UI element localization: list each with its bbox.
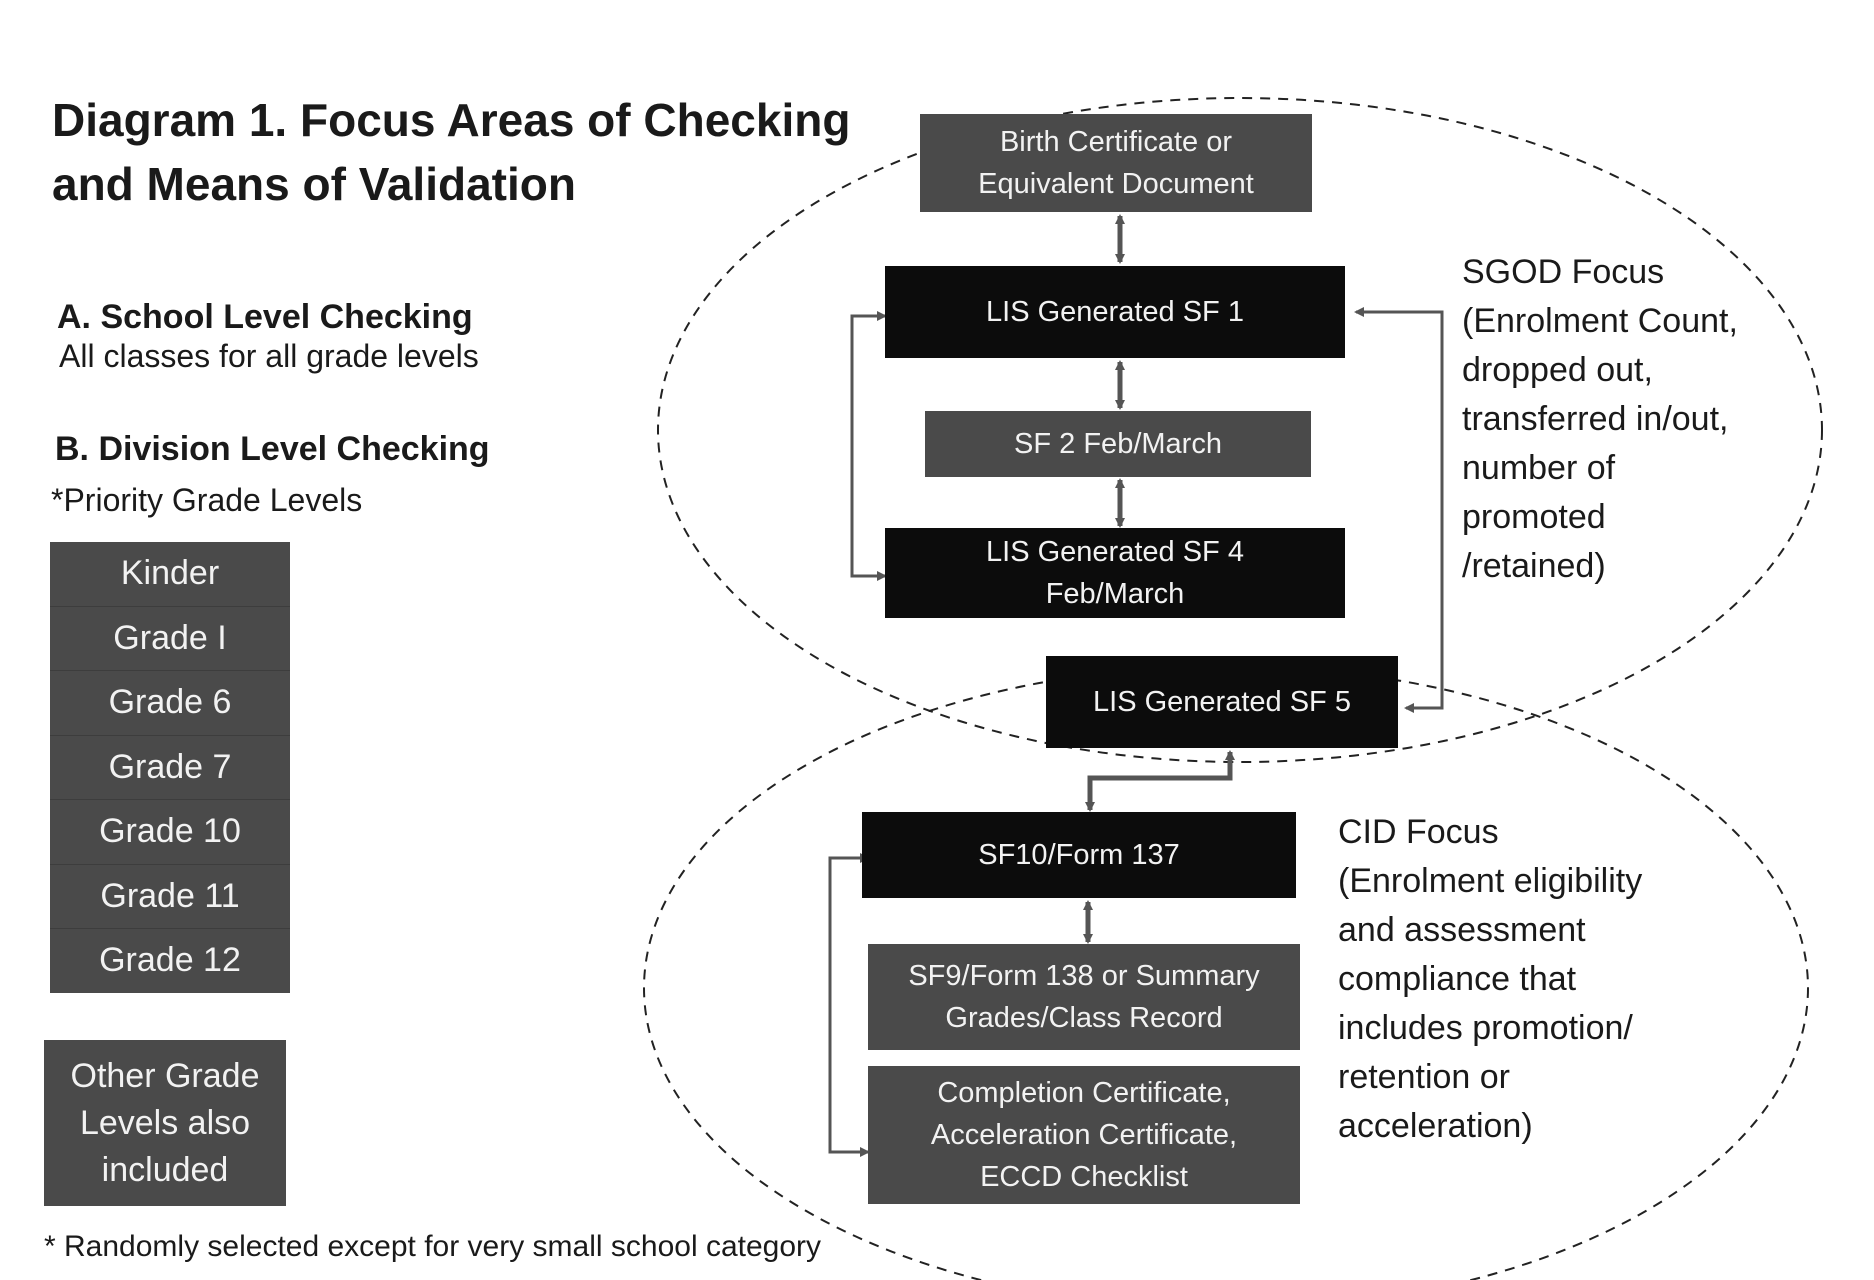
sgod-focus-line-2: (Enrolment Count, [1462, 302, 1738, 340]
sf9-line-1: SF9/Form 138 or Summary [908, 960, 1260, 992]
cid-focus-text: CID Focus (Enrolment eligibility and ass… [1338, 808, 1642, 1151]
sgod-focus-ellipse [657, 97, 1823, 763]
other-grade-levels-box: Other Grade Levels also included [44, 1040, 286, 1206]
bracket-sf10-certificates [828, 853, 870, 1157]
sf10-box: SF10/Form 137 [862, 812, 1296, 898]
sf4-line-1: LIS Generated SF 4 [986, 536, 1244, 568]
section-a-text: All classes for all grade levels [59, 338, 479, 374]
cid-focus-line-7: acceleration) [1338, 1107, 1533, 1145]
bracket-sf1-sf5 [1354, 307, 1444, 713]
section-a-heading: A. School Level Checking [57, 298, 473, 336]
grade-item-6: Grade 6 [50, 671, 290, 736]
cid-focus-ellipse [643, 665, 1809, 1280]
birth-certificate-box: Birth Certificate or Equivalent Document [920, 114, 1312, 212]
footnote: * Randomly selected except for very smal… [44, 1230, 822, 1263]
sf4-box: LIS Generated SF 4 Feb/March [885, 528, 1345, 618]
bracket-sf1-sf4 [850, 311, 887, 581]
sgod-focus-text: SGOD Focus (Enrolment Count, dropped out… [1462, 248, 1738, 591]
diagram-title: Diagram 1. Focus Areas of Checking and M… [52, 88, 872, 216]
sgod-focus-line-5: number of [1462, 449, 1616, 487]
certificates-box: Completion Certificate, Acceleration Cer… [868, 1066, 1300, 1204]
other-grades-line-3: included [101, 1150, 229, 1189]
cid-focus-line-1: CID Focus [1338, 813, 1499, 851]
sf4-line-2: Feb/March [1045, 578, 1185, 610]
cid-focus-line-4: compliance that [1338, 960, 1577, 998]
birth-certificate-line-2: Equivalent Document [978, 168, 1254, 200]
grade-item-7: Grade 7 [50, 736, 290, 800]
certificates-line-1: Completion Certificate, [937, 1077, 1231, 1109]
cid-focus-line-5: includes promotion/ [1338, 1009, 1633, 1047]
section-b-heading: B. Division Level Checking [55, 430, 490, 468]
sgod-focus-line-4: transferred in/out, [1462, 400, 1729, 438]
grade-item-11: Grade 11 [50, 865, 290, 929]
certificates-line-3: ECCD Checklist [980, 1161, 1188, 1193]
connector-sf5-sf10 [1085, 750, 1235, 812]
cid-focus-line-2: (Enrolment eligibility [1338, 862, 1643, 900]
sgod-focus-line-6: promoted [1462, 498, 1606, 536]
sf9-box: SF9/Form 138 or Summary Grades/Class Rec… [868, 944, 1300, 1050]
title-line-2: and Means of Validation [52, 158, 576, 210]
sgod-focus-line-7: /retained) [1462, 547, 1606, 585]
section-b-text: *Priority Grade Levels [51, 482, 363, 518]
title-line-1: Diagram 1. Focus Areas of Checking [52, 94, 851, 146]
birth-certificate-line-1: Birth Certificate or [999, 126, 1233, 158]
priority-grade-list: Kinder Grade I Grade 6 Grade 7 Grade 10 … [50, 542, 290, 993]
certificates-line-2: Acceleration Certificate, [930, 1119, 1238, 1151]
sf1-box: LIS Generated SF 1 [885, 266, 1345, 358]
grade-item-10: Grade 10 [50, 800, 290, 865]
sf5-box: LIS Generated SF 5 [1046, 656, 1398, 748]
grade-item-12: Grade 12 [99, 941, 241, 979]
cid-focus-line-3: and assessment [1338, 911, 1586, 949]
sf2-box: SF 2 Feb/March [925, 411, 1311, 477]
grade-item-1: Grade I [50, 607, 290, 671]
sf9-line-2: Grades/Class Record [945, 1002, 1223, 1034]
cid-focus-line-6: retention or [1338, 1058, 1510, 1096]
sgod-focus-line-3: dropped out, [1462, 351, 1653, 389]
grade-item-kinder: Kinder [50, 542, 290, 607]
other-grades-line-1: Other Grade [70, 1056, 260, 1095]
sgod-focus-line-1: SGOD Focus [1462, 253, 1665, 291]
other-grades-line-2: Levels also [79, 1103, 251, 1142]
